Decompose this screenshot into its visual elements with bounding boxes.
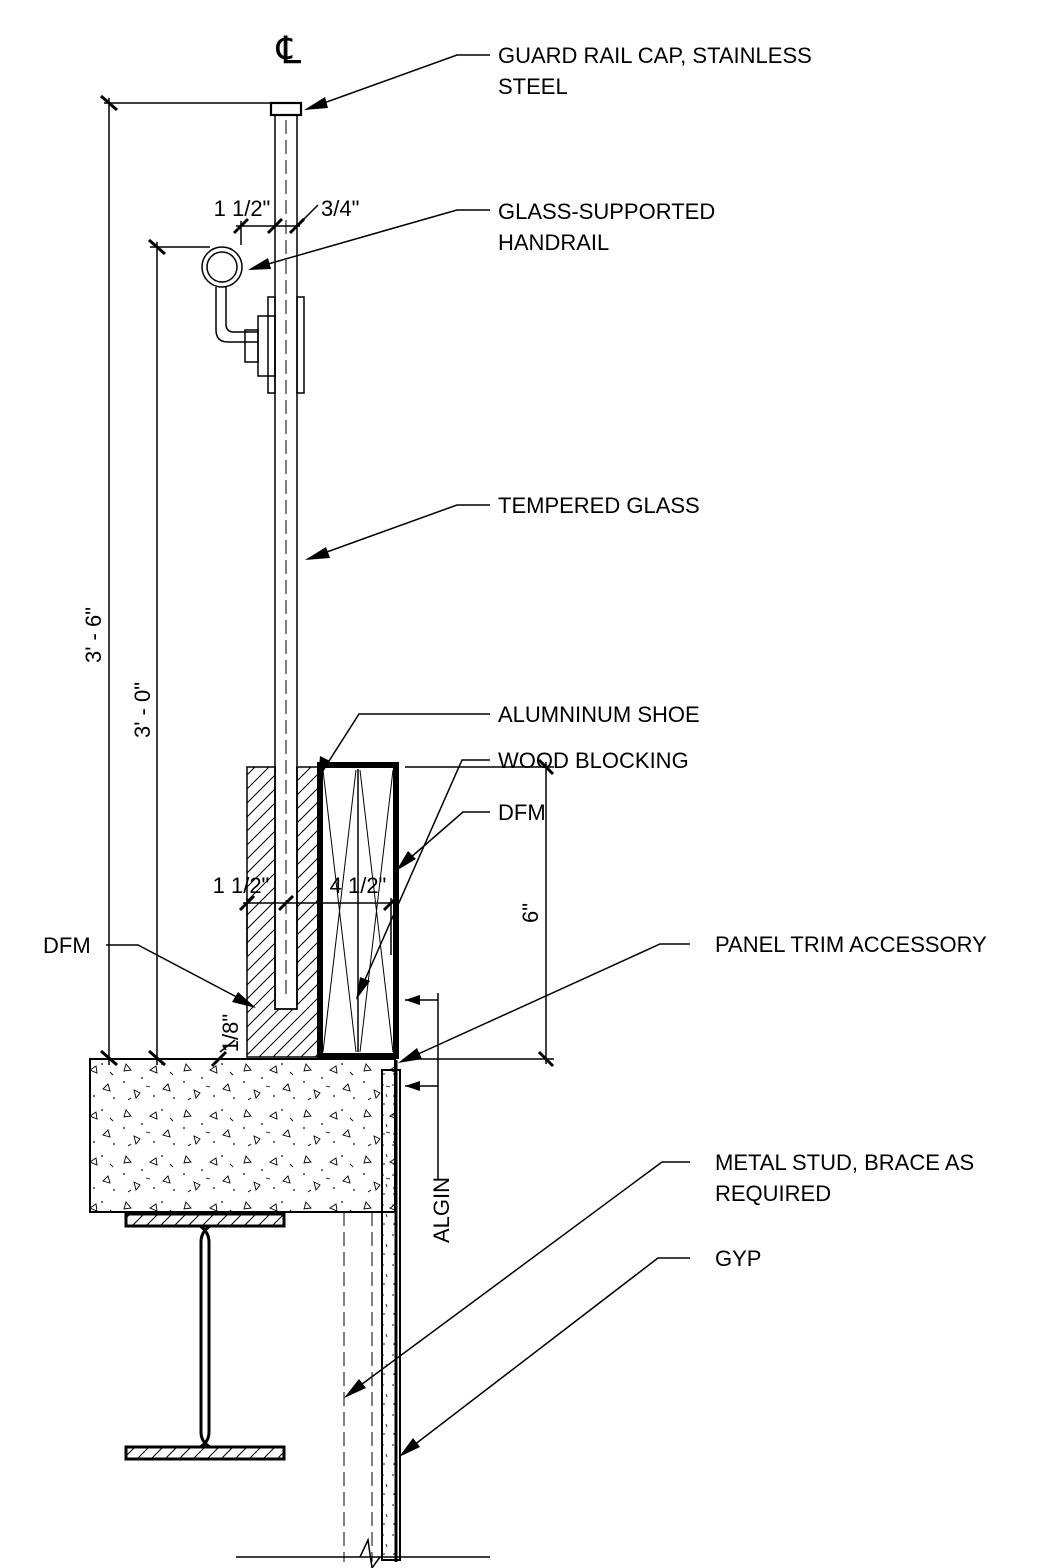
leader-lines (106, 54, 690, 1457)
label-guard-rail-cap-2: STEEL (498, 74, 568, 99)
dim-gap-text: 1/8" (218, 1014, 243, 1052)
align-marker: ALGIN (405, 993, 454, 1243)
dim-shoe-left-text: 1 1/2" (213, 873, 270, 898)
concrete-slab (89, 1058, 396, 1213)
label-panel-trim: PANEL TRIM ACCESSORY (715, 932, 987, 957)
label-metal-stud-1: METAL STUD, BRACE AS (715, 1150, 974, 1175)
dim-blocking-height-text: 6" (518, 903, 543, 923)
label-wood-blocking: WOOD BLOCKING (498, 748, 689, 773)
dim-blocking-height: 6" (405, 758, 555, 1068)
label-tempered-glass: TEMPERED GLASS (498, 493, 700, 518)
dim-overall-height: 3' - 6" (81, 94, 270, 1067)
guard-rail-cap (269, 101, 303, 117)
label-gyp: GYP (715, 1246, 761, 1271)
dim-handrail-height-text: 3' - 0" (130, 682, 155, 738)
dim-shoe-width: 1 1/2" 4 1/2" (213, 873, 400, 955)
centerline-symbol: ℄ (276, 30, 302, 72)
aluminum-shoe (246, 766, 319, 1058)
dim-handrail-offset: 1 1/2" 3/4" (214, 196, 359, 245)
stud-wall (236, 1060, 490, 1568)
steel-i-beam (124, 1212, 286, 1461)
dim-glass-thickness-text: 3/4" (321, 196, 359, 221)
label-guard-rail-cap-1: GUARD RAIL CAP, STAINLESS (498, 43, 812, 68)
label-dfm-left: DFM (43, 933, 91, 958)
dim-overall-height-text: 3' - 6" (81, 607, 106, 663)
label-handrail-2: HANDRAIL (498, 230, 609, 255)
label-dfm-right: DFM (498, 800, 546, 825)
dim-shoe-right-text: 4 1/2" (330, 873, 387, 898)
dim-handrail-offset-text: 1 1/2" (214, 196, 271, 221)
handrail-assembly (201, 246, 305, 394)
label-metal-stud-2: REQUIRED (715, 1181, 831, 1206)
dim-gap: 1/8" (208, 1014, 243, 1068)
tempered-glass-panel (274, 112, 298, 1005)
align-text: ALGIN (429, 1177, 454, 1243)
label-aluminum-shoe: ALUMNINUM SHOE (498, 702, 700, 727)
label-handrail-1: GLASS-SUPPORTED (498, 199, 715, 224)
dim-handrail-height: 3' - 0" (130, 238, 210, 1067)
